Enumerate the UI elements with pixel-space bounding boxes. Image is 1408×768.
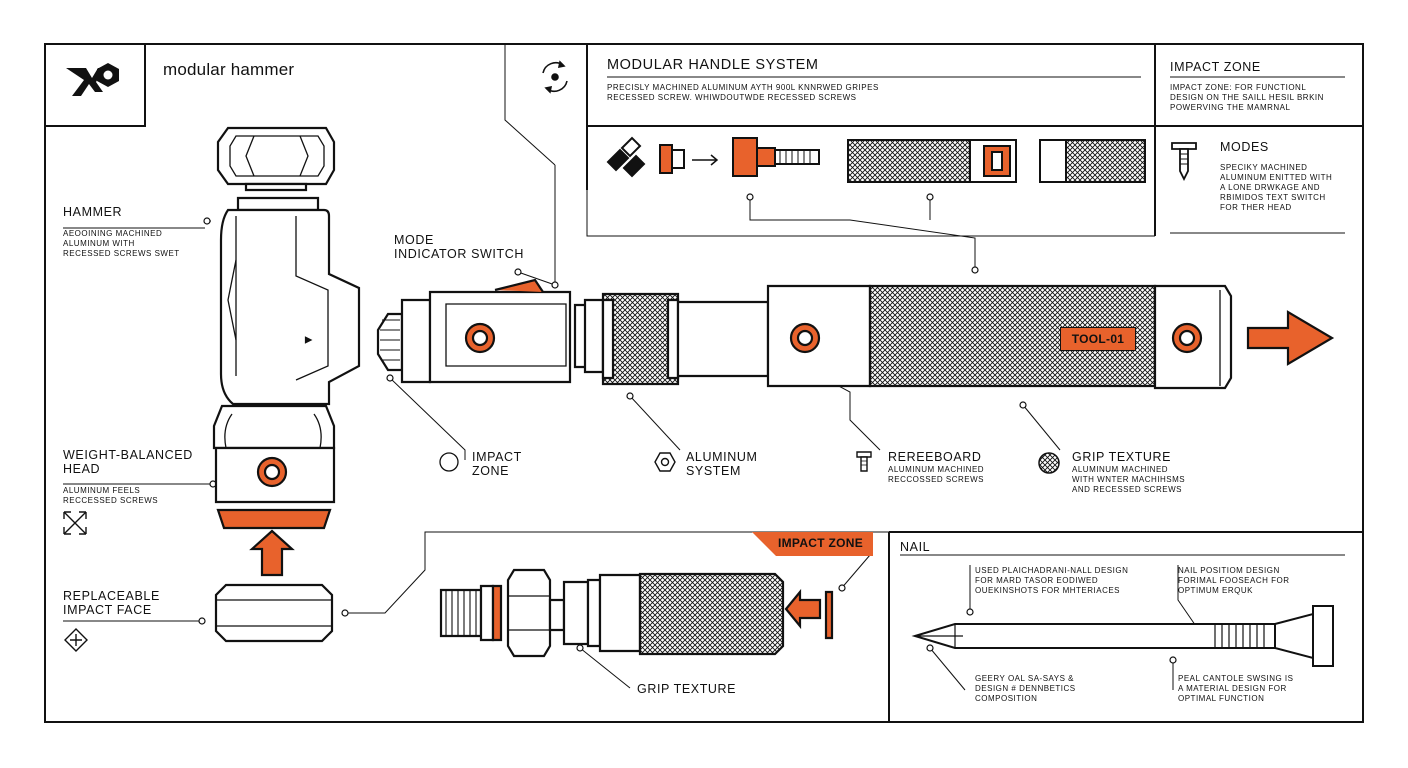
modes-desc: SPECIKY MACHINED ALUMINUM ENITTED WITH A… [1220,163,1333,212]
replaceable-label: REPLACEABLE IMPACT FACE [63,589,160,617]
handle-system-title: MODULAR HANDLE SYSTEM [607,57,819,73]
mode-switch-label: MODE INDICATOR SWITCH [394,233,524,261]
hammer-nut-logo [66,63,119,96]
impact-zone-panel-desc: IMPACT ZONE: FOR FUNCTIONL DESIGN ON THE… [1170,83,1324,112]
expand-arrows-icon [63,511,87,535]
handle-system-desc: PRECISLY MACHINED ALUMINUM AYTH 900L KNN… [607,83,879,102]
hammer-head [212,126,361,643]
nail-note-tl: USED PLAICHADRANI-NALL DESIGN FOR MARD T… [975,566,1129,595]
rereeboard-label: REREEBOARD [888,450,982,464]
app-title: modular hammer [163,60,295,79]
nail-note-br: PEAL CANTOLE SWSING IS A MATERIAL DESIGN… [1178,674,1294,703]
tool-tag: TOOL-01 [1060,327,1136,351]
grip-texture-lower-label: GRIP TEXTURE [637,682,737,696]
nail-note-tr: NAIL POSITIOM DESIGN FORIMAL FOOSEACH FO… [1178,566,1290,595]
frame-lines [44,43,1364,723]
bolt-assembly [439,568,834,658]
rotate-icon [542,60,568,94]
impact-zone-callout: IMPACT ZONE [472,450,522,478]
rereeboard-desc: ALUMINUM MACHINED RECCOSSED SCREWS [888,465,985,484]
modes-title: MODES [1220,140,1269,154]
diamond-icon [64,628,88,652]
grip-dot-icon [1038,452,1060,474]
impact-zone-tag: IMPACT ZONE [778,536,864,550]
aluminum-system-label: ALUMINUM SYSTEM [686,450,758,478]
circle-icon [439,452,459,472]
impact-zone-tag-shape [752,532,873,556]
nail-note-bl: GEERY OAL SA-SAYS & DESIGN # DENNBETICS … [975,674,1076,703]
screw-icon [1171,142,1197,182]
thin-lines [504,44,1345,556]
handle-assembly [376,278,1335,390]
weight-desc: ALUMINUM FEELS RECCESSED SCREWS [63,486,159,505]
grip-texture-desc: ALUMINUM MACHINED WITH WNTER MACHIHSMS A… [1072,465,1186,494]
hammer-label: HAMMER [63,205,123,219]
impact-zone-panel-title: IMPACT ZONE [1170,60,1261,74]
weight-label: WEIGHT-BALANCED HEAD [63,448,193,476]
top-parts [606,136,1146,183]
grip-texture-label: GRIP TEXTURE [1072,450,1172,464]
hammer-desc: AEOOINING MACHINED ALUMINUM WITH RECESSE… [63,229,180,258]
small-screw-icon [856,451,872,472]
hex-nut-icon [654,452,676,472]
nail-drawing [911,605,1334,667]
nail-title: NAIL [900,540,931,554]
